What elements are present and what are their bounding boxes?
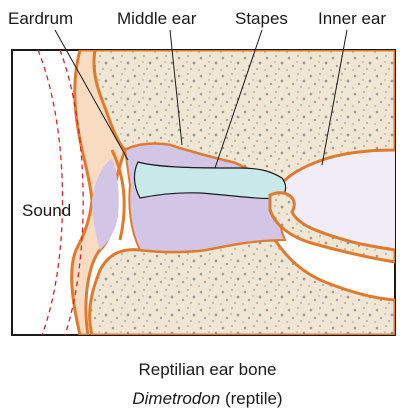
species-name: Dimetrodon — [132, 389, 220, 408]
caption-species: Dimetrodon (reptile) — [0, 388, 415, 410]
caption-title: Reptilian ear bone — [0, 359, 415, 381]
species-descriptor: (reptile) — [220, 389, 282, 408]
label-sound: Sound — [22, 201, 71, 221]
